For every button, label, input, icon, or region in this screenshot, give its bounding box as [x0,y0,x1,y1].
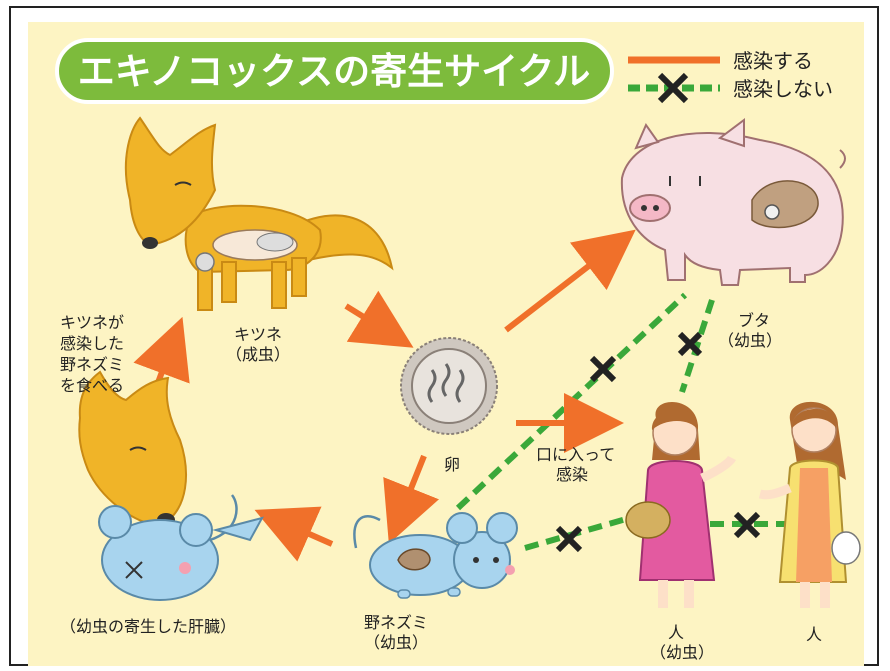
legend-no-infect-label: 感染しない [733,77,833,101]
fox-to-egg-arrow [344,290,414,348]
cross-mark-icon [733,511,761,539]
mouse-icon [353,512,518,599]
cross-mark-icon [677,331,703,357]
person-icon [625,402,737,608]
infect-arrows [133,229,636,562]
fox-icon [124,116,394,311]
page-title: エキノコックスの寄生サイクル [78,50,590,93]
egg-label: 卵 [444,455,460,474]
fox-label: キツネ [234,325,282,344]
liver-label: （幼虫の寄生した肝臓） [60,617,236,636]
mouth-infect-label-1: 口に入って [536,445,615,464]
eats-label-4: を食べる [60,376,124,395]
mouse-to-liver-arrow [254,506,334,562]
person-larva-stage-label: （幼虫） [650,643,714,662]
legend: 感染する 感染しない [628,49,833,104]
legend-infect-label: 感染する [733,49,813,73]
mouth-infect-label-2: 感染 [556,465,588,484]
person-label: 人 [806,625,822,644]
mouse-to-person-no-infect [524,512,641,551]
eats-label-3: 野ネズミ [60,355,124,374]
fox-stage-label: （成虫） [226,345,290,364]
eats-label-1: キツネが [60,313,124,332]
fox-eating-mouse-icon [78,370,264,601]
no-infect-crosses [555,331,761,553]
mouse-stage-label: （幼虫） [364,633,428,652]
pig-to-person-no-infect [679,299,715,393]
egg-icon [400,337,498,435]
mouse-label: 野ネズミ [364,613,428,632]
cross-mark-icon [589,355,617,383]
pig-label: ブタ [738,311,770,330]
diagram-labels: キツネ （成虫） キツネが 感染した 野ネズミ を食べる 卵 口に入って 感染 … [60,311,822,662]
egg-to-pig-arrow [504,229,636,333]
egg-to-mouse-arrow [383,454,439,544]
pig-stage-label: （幼虫） [718,331,782,350]
cross-mark-icon [555,525,583,553]
eats-label-2: 感染した [60,334,124,353]
pig-icon [620,118,846,286]
person-larva-label: 人 [668,623,684,642]
cross-mark-icon [657,72,689,104]
person-icon [758,401,861,608]
title-banner: エキノコックスの寄生サイクル [55,38,614,104]
